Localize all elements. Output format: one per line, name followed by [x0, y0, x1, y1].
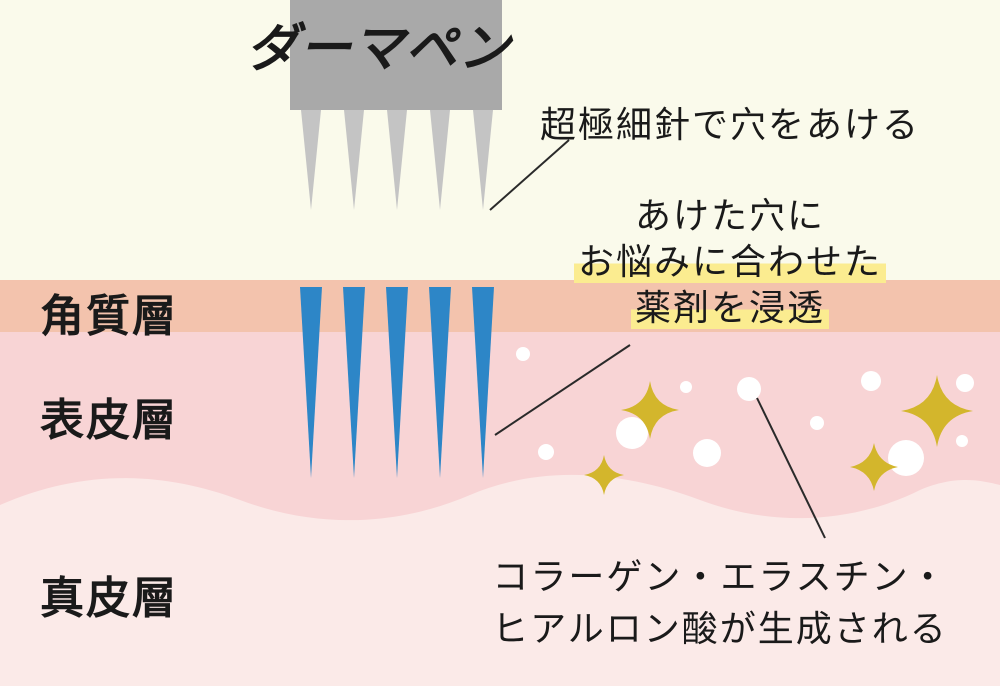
bubble	[956, 374, 974, 392]
layer-label-epidermis: 表皮層	[40, 395, 178, 446]
bubble	[616, 417, 648, 449]
device-body	[290, 0, 502, 110]
needles-in-skin	[300, 287, 494, 478]
bubble	[516, 347, 530, 361]
drug-leader-line	[494, 344, 631, 436]
leader-lines	[489, 139, 826, 539]
stratum-corneum-band	[0, 280, 1000, 335]
needle-1-tip	[301, 110, 321, 210]
needle-3-skin	[386, 287, 408, 478]
needle-3-tip	[387, 110, 407, 210]
bubble	[861, 371, 881, 391]
sparkle-icon	[621, 381, 679, 439]
needle-2-tip	[344, 110, 364, 210]
needle-annotation: 超極細針で穴をあける	[540, 105, 921, 146]
needle-5-skin	[472, 287, 494, 478]
layer-label-dermis: 真皮層	[40, 573, 178, 624]
layer-label-stratum-corneum: 角質層	[40, 291, 178, 342]
sparkles	[584, 375, 973, 495]
needle-2-skin	[343, 287, 365, 478]
bubble	[956, 435, 968, 447]
result-annotation-line-2: ヒアルロン酸が生成される	[492, 609, 948, 650]
bubble	[888, 440, 924, 476]
sparkle-icon	[584, 455, 624, 495]
dermis-band	[0, 474, 1000, 686]
needle-4-tip	[430, 110, 450, 210]
dermapen-device	[290, 0, 502, 210]
bubble	[680, 381, 692, 393]
needle-5-tip	[473, 110, 493, 210]
bubble	[693, 439, 721, 467]
result-leader-line	[756, 397, 826, 539]
needle-4-skin	[429, 287, 451, 478]
needle-leader-line	[489, 139, 570, 211]
bubble	[737, 377, 761, 401]
bubble	[810, 416, 824, 430]
bubble	[538, 444, 554, 460]
result-annotation-line-1: コラーゲン・エラスチン・	[492, 557, 948, 598]
drug-annotation: あけた穴に お悩みに合わせた 薬剤を浸透	[540, 194, 920, 332]
bubbles	[516, 347, 974, 476]
result-annotation: コラーゲン・エラスチン・ ヒアルロン酸が生成される	[460, 552, 980, 656]
page-title: ダーマペン	[246, 18, 512, 79]
needle-1-skin	[300, 287, 322, 478]
sparkle-icon	[850, 443, 898, 491]
drug-annotation-line-3: 薬剤を浸透	[540, 286, 920, 332]
sparkle-icon	[901, 375, 973, 447]
drug-annotation-line-2: お悩みに合わせた	[540, 240, 920, 286]
drug-annotation-line-1: あけた穴に	[634, 196, 825, 237]
